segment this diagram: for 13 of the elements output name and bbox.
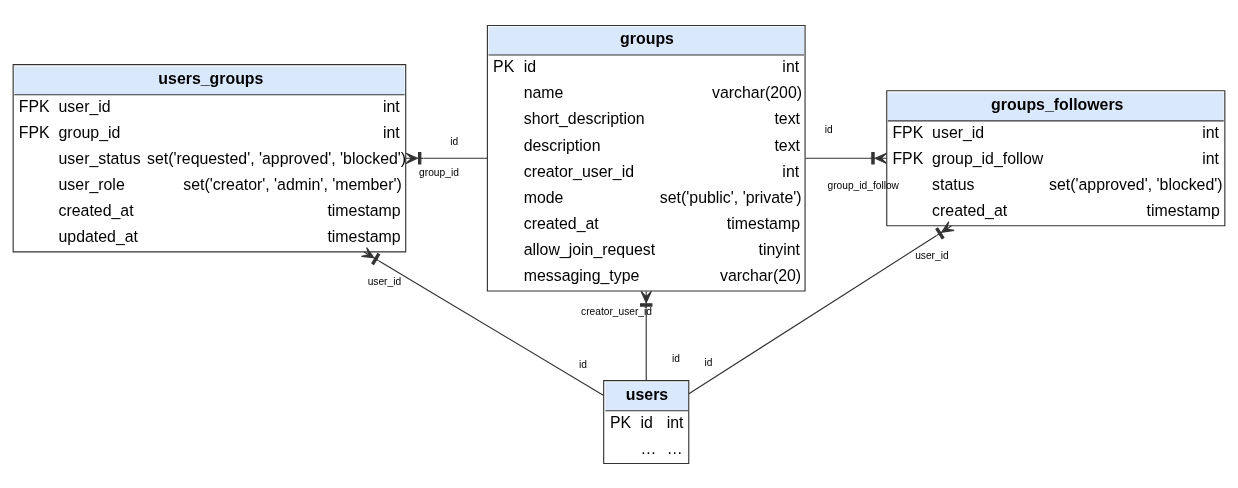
label: id — [704, 356, 713, 368]
connector — [360, 246, 604, 396]
connector — [688, 220, 955, 394]
label: user_id — [367, 275, 402, 287]
label: group_id — [419, 166, 459, 178]
label: id — [824, 123, 833, 135]
connector — [804, 151, 888, 164]
label: creator_user_id — [581, 305, 652, 317]
connector — [640, 290, 653, 381]
label: user_id — [915, 249, 949, 261]
label: id — [671, 352, 680, 364]
label: id — [578, 358, 587, 370]
label: id — [450, 135, 459, 147]
